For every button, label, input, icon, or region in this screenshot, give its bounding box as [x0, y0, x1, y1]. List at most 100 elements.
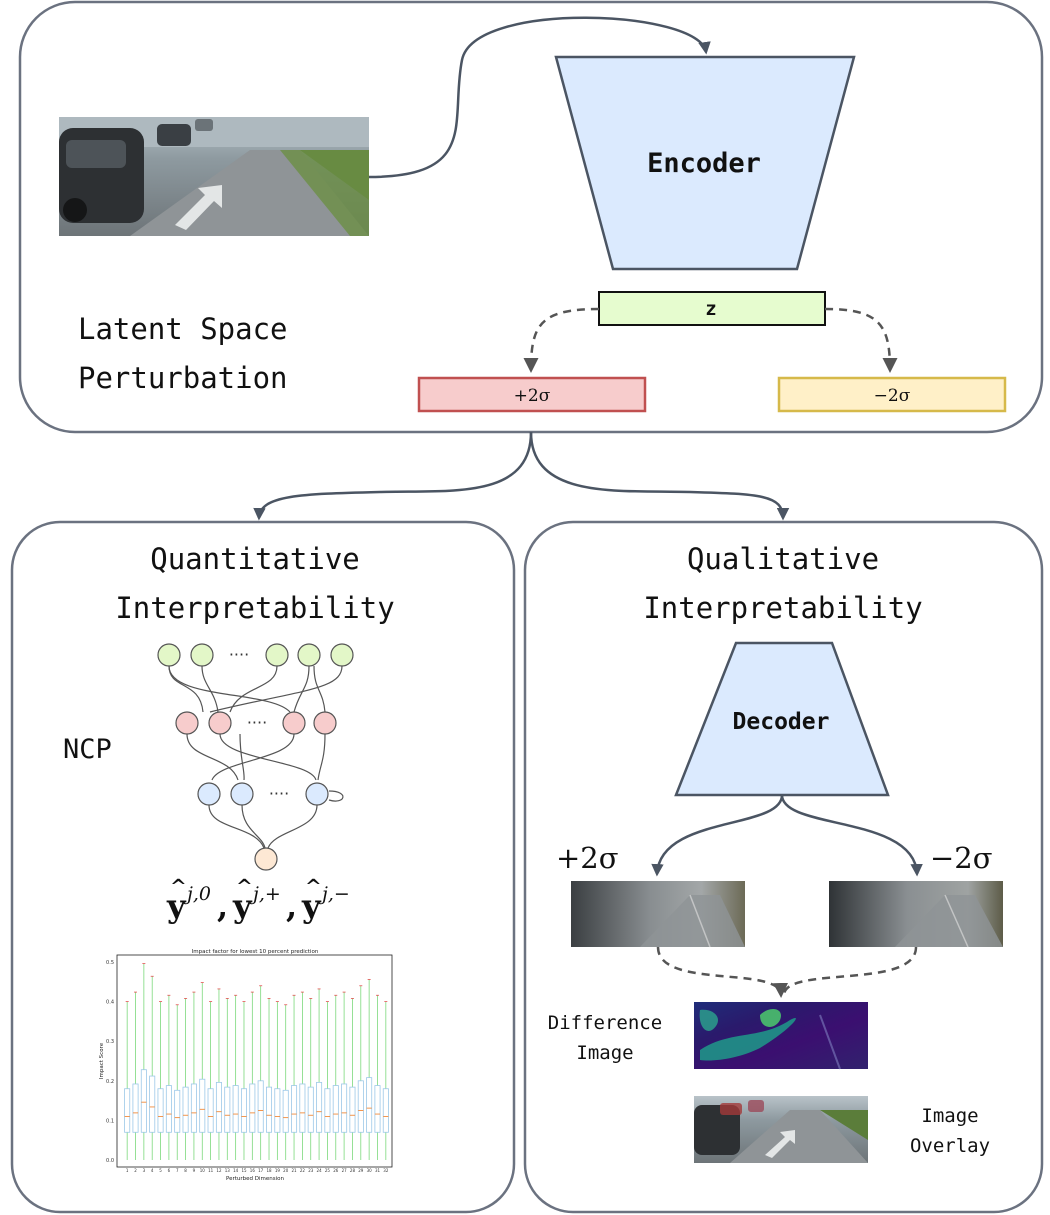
latent-label-line1: Latent Space [78, 312, 288, 346]
svg-text:j,+: j,+ [249, 883, 281, 905]
decoder-to-plus-arrow [651, 794, 784, 877]
latent-label-line2: Perturbation [78, 361, 288, 395]
svg-text:^: ^ [170, 874, 187, 898]
svg-text:,: , [286, 887, 297, 925]
svg-text:^: ^ [236, 874, 253, 898]
boxplot-box [374, 1085, 381, 1133]
boxplot-box [382, 1088, 389, 1133]
overlay-label-line2: Overlay [910, 1135, 990, 1157]
boxplot-box [232, 1085, 239, 1133]
boxplot-box [274, 1088, 281, 1133]
quantitative-title-line1: Quantitative [150, 542, 360, 576]
boxplot-x-tick: 25 [325, 1168, 331, 1173]
difference-image [694, 1002, 868, 1070]
boxplot-x-tick: 24 [317, 1168, 323, 1173]
boxplot-box [124, 1088, 131, 1133]
qualitative-title-line1: Qualitative [687, 542, 879, 576]
boxplot-x-tick: 31 [375, 1168, 381, 1173]
decoder-label: Decoder [733, 709, 830, 735]
ncp-output-node [254, 847, 278, 871]
boxplot-x-tick: 5 [159, 1168, 162, 1173]
boxplot-x-tick: 9 [193, 1168, 196, 1173]
boxplot-box [307, 1086, 314, 1133]
decoded-plus-label: +2σ [556, 841, 619, 875]
ncp-network [168, 665, 344, 849]
boxplot-y-tick: 0.1 [106, 1118, 114, 1124]
encoder-block [554, 55, 856, 271]
boxplot-box [132, 1083, 139, 1133]
boxplot-x-tick: 4 [151, 1168, 154, 1173]
boxplot-x-tick: 21 [292, 1168, 298, 1173]
boxplot-boxes [124, 963, 389, 1160]
qualitative-title-line2: Interpretability [643, 591, 922, 625]
difference-label-line2: Image [576, 1042, 633, 1064]
boxplot-x-tick: 12 [216, 1168, 222, 1173]
boxplot-box [157, 1088, 164, 1133]
qualitative-panel: Qualitative Interpretability Decoder +2σ… [523, 520, 1044, 1214]
svg-text:y: y [166, 887, 187, 925]
decoded-plus-image [571, 881, 745, 948]
minus-to-diff-arrow [782, 946, 918, 996]
ncp-input-nodes [157, 643, 354, 667]
boxplot-x-tick: 20 [283, 1168, 289, 1173]
boxplot-x-tick: 11 [208, 1168, 214, 1173]
boxplot-y-tick: 0.3 [106, 1039, 114, 1045]
boxplot-x-tick: 32 [383, 1168, 389, 1173]
boxplot-box [224, 1086, 231, 1133]
boxplot-box [215, 1081, 222, 1133]
boxplot-x-tick: 27 [342, 1168, 348, 1173]
boxplot-x-tick: 1 [126, 1168, 129, 1173]
input-to-encoder-arrow [368, 16, 711, 179]
boxplot-box [332, 1085, 339, 1133]
boxplot-x-tick: 23 [308, 1168, 314, 1173]
z-label: z [705, 298, 716, 320]
boxplot-y-tick: 0.2 [106, 1079, 114, 1085]
boxplot-box [341, 1083, 348, 1133]
boxplot-x-tick: 22 [300, 1168, 306, 1173]
decoded-minus-label: −2σ [930, 841, 993, 875]
boxplot-box [149, 1075, 156, 1133]
boxplot-box [291, 1085, 298, 1133]
minus-sigma-box [777, 376, 1007, 413]
decoder-block [674, 641, 890, 797]
ncp-dots-1: ···· [229, 645, 249, 664]
boxplot-x-tick: 29 [358, 1168, 364, 1173]
to-quantitative-arrow [253, 431, 533, 521]
boxplot-ylabel: Impact Score [99, 1042, 105, 1079]
difference-label-line1: Difference [548, 1012, 662, 1034]
boxplot-box [324, 1088, 331, 1133]
boxplot-box [349, 1086, 356, 1133]
boxplot-box [266, 1086, 273, 1133]
boxplot-x-tick: 30 [367, 1168, 373, 1173]
ncp-inter-nodes [175, 711, 337, 735]
svg-text:y: y [232, 887, 253, 925]
boxplot-box [366, 1077, 373, 1133]
svg-text:j,0: j,0 [183, 883, 211, 905]
boxplot-y-tick: 0.0 [106, 1158, 114, 1164]
svg-text:^: ^ [305, 874, 322, 898]
plus-sigma-box [417, 376, 647, 413]
boxplot-y-ticks: 0.00.10.20.30.40.5 [106, 960, 114, 1164]
quantitative-panel: Quantitative Interpretability NCP [10, 520, 516, 1214]
boxplot-box [249, 1083, 256, 1133]
boxplot-x-tick: 7 [176, 1168, 179, 1173]
encoder-label: Encoder [647, 148, 761, 179]
impact-boxplot: Impact factor for lowest 10 percent pred… [99, 949, 393, 1182]
boxplot-box [299, 1083, 306, 1133]
boxplot-x-tick: 18 [266, 1168, 272, 1173]
boxplot-x-tick: 13 [225, 1168, 231, 1173]
to-qualitative-arrow [529, 431, 790, 521]
boxplot-x-tick: 3 [143, 1168, 146, 1173]
svg-text:,: , [217, 887, 228, 925]
boxplot-x-tick: 28 [350, 1168, 356, 1173]
boxplot-xlabel: Perturbed Dimension [226, 1176, 285, 1182]
boxplot-x-tick: 26 [333, 1168, 339, 1173]
quantitative-title-line2: Interpretability [115, 591, 394, 625]
ncp-dots-2: ···· [247, 713, 267, 732]
boxplot-x-tick: 17 [258, 1168, 264, 1173]
plus-to-diff-arrow [656, 946, 789, 998]
decoder-to-minus-arrow [780, 794, 923, 877]
latent-perturbation-panel: Encoder z +2σ −2σ Latent Space Perturbat… [18, 0, 1044, 434]
